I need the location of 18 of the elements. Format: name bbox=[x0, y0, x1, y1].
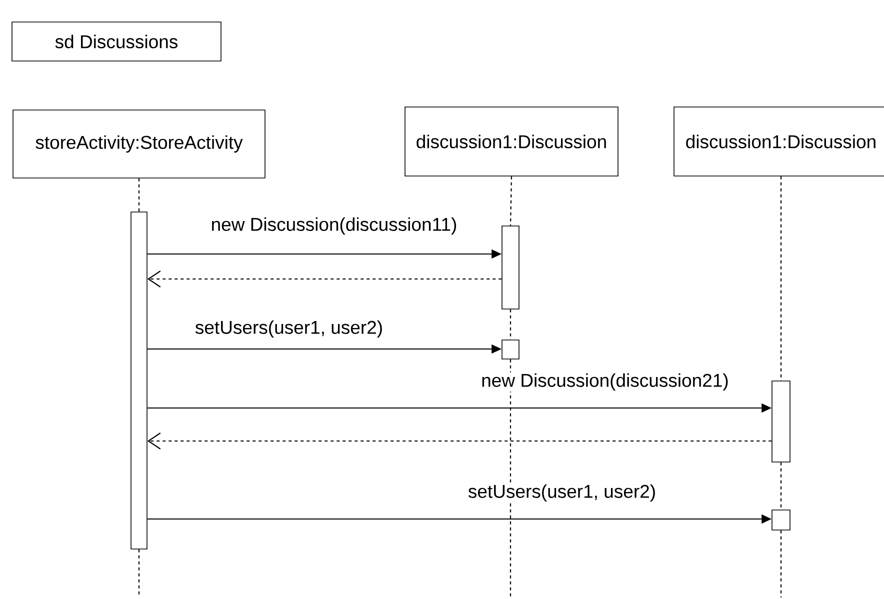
lifeline bbox=[510, 176, 512, 226]
activation-bar bbox=[502, 226, 520, 310]
lifeline bbox=[780, 462, 782, 510]
frame-label: sd Discussions bbox=[12, 22, 222, 62]
return-arrow bbox=[147, 432, 772, 450]
lifeline-head: discussion1:Discussion bbox=[404, 106, 618, 176]
activation-bar bbox=[772, 510, 790, 530]
lifeline-head: storeActivity:StoreActivity bbox=[12, 110, 266, 178]
activation-bar bbox=[772, 380, 790, 462]
return-arrow bbox=[147, 270, 502, 288]
activation-bar bbox=[502, 340, 520, 360]
edge-label: new Discussion(discussion21) bbox=[480, 372, 730, 392]
edge-label: setUsers(user1, user2) bbox=[466, 483, 658, 503]
activation-bar bbox=[130, 212, 148, 550]
lifeline bbox=[138, 178, 140, 212]
edge-label: new Discussion(discussion11) bbox=[210, 216, 458, 236]
lifeline-head: discussion1:Discussion bbox=[674, 106, 884, 176]
edge-label: setUsers(user1, user2) bbox=[194, 319, 384, 339]
